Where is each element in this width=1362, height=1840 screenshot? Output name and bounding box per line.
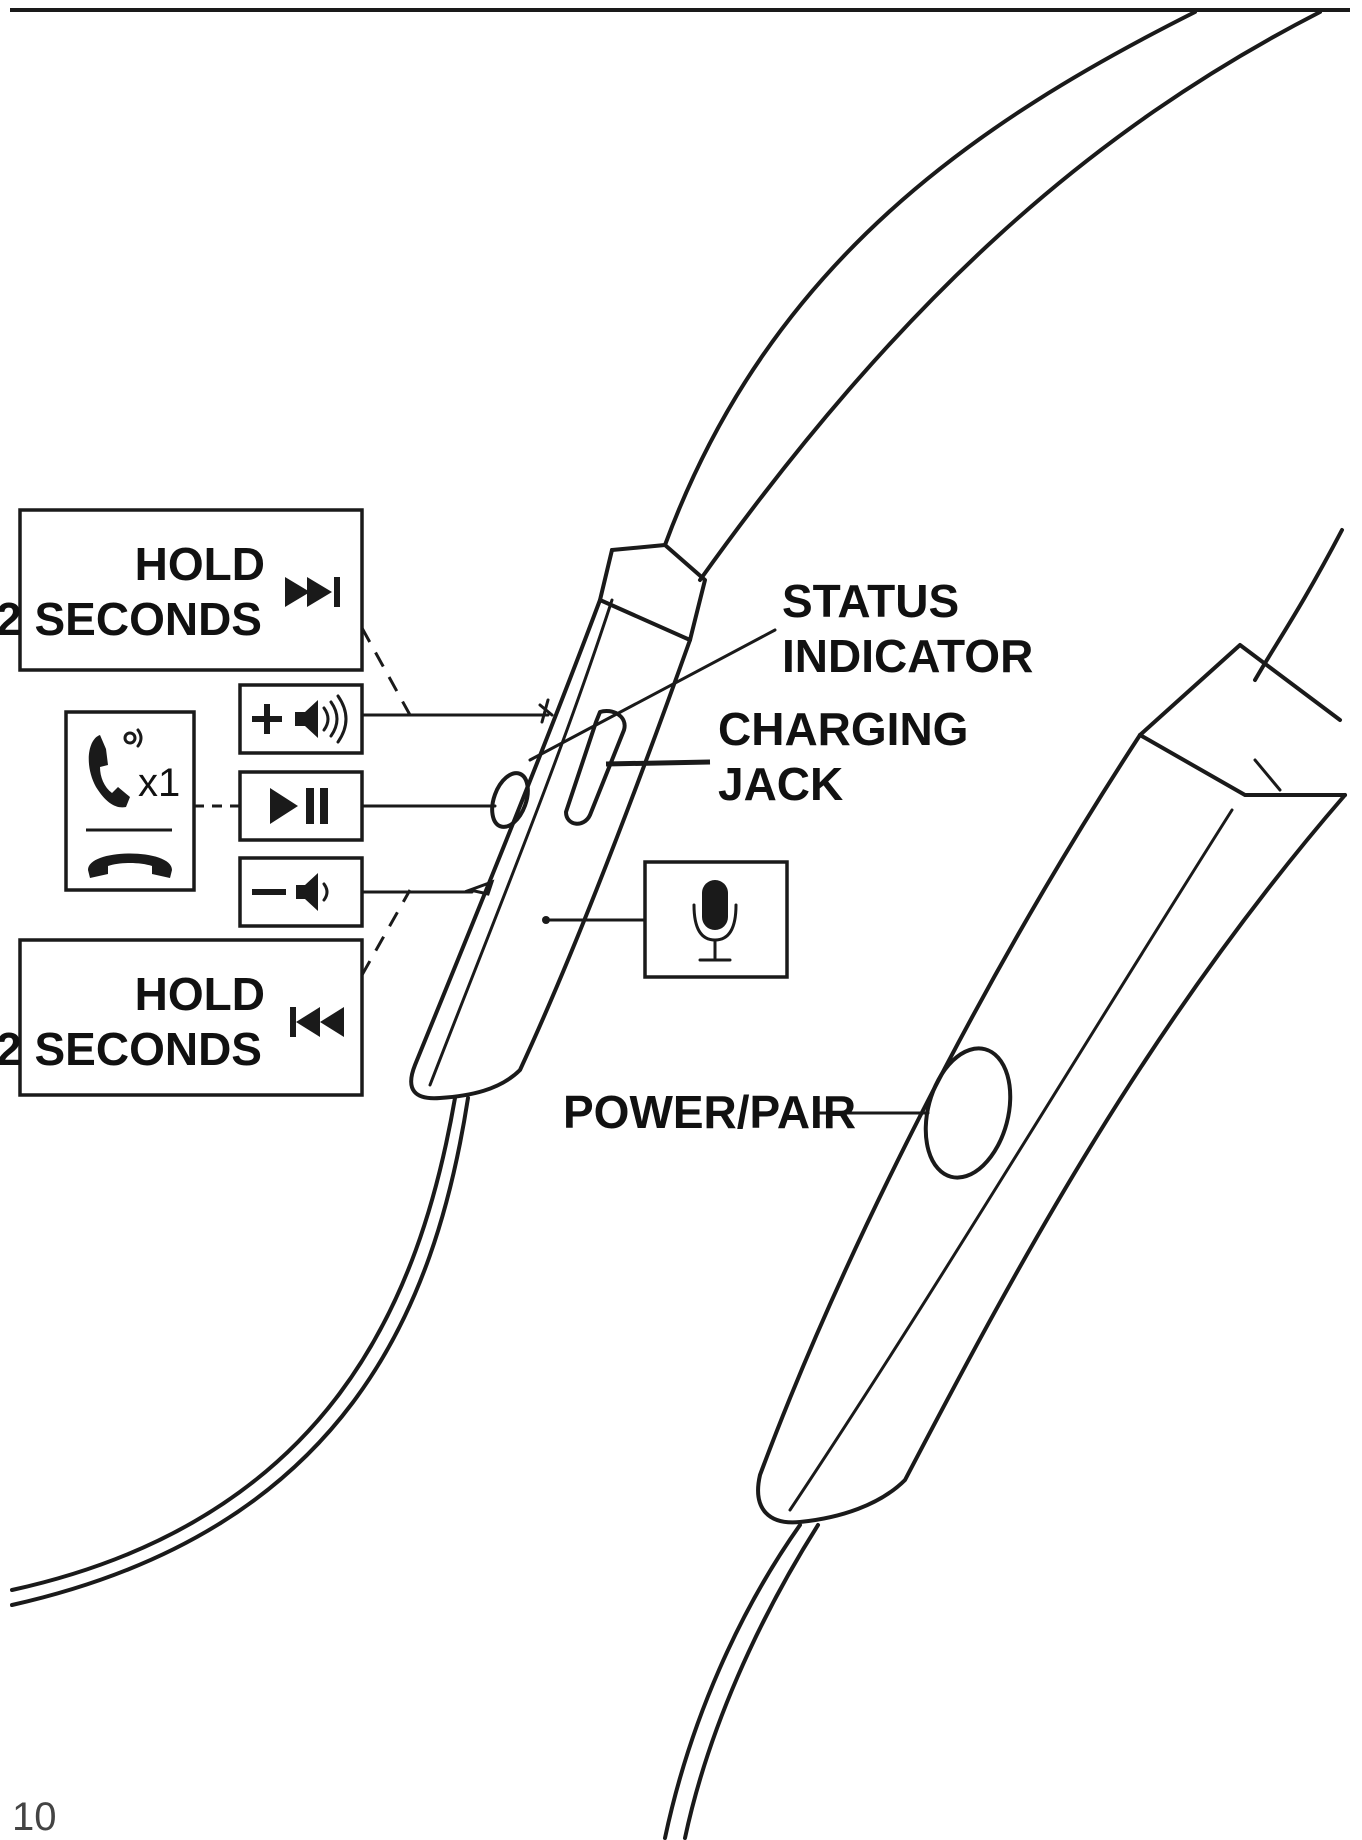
hold-prev-line2: 2 SECONDS xyxy=(0,1023,262,1075)
callout-hold-next: HOLD 2 SECONDS xyxy=(0,508,364,672)
left-neckband xyxy=(10,10,1322,1607)
hold-prev-line1: HOLD xyxy=(135,968,265,1020)
volume-up-icon xyxy=(252,694,348,744)
status-label-line2: INDICATOR xyxy=(782,630,1033,682)
callout-microphone xyxy=(643,860,789,979)
charging-jack xyxy=(564,709,627,826)
call-count: x1 xyxy=(138,761,180,805)
play-pause-button xyxy=(490,771,530,829)
hold-next-line2: 2 SECONDS xyxy=(0,593,262,645)
microphone-icon xyxy=(692,880,738,962)
remote-buttons xyxy=(464,698,627,924)
vol-down-button-mark xyxy=(464,879,495,896)
skip-next-icon xyxy=(285,577,340,607)
phone-call-icon xyxy=(88,728,143,808)
callout-volume-up xyxy=(238,683,364,755)
vol-up-button-mark xyxy=(538,698,554,724)
volume-down-icon xyxy=(252,873,329,911)
callout-call: x1 xyxy=(64,710,196,892)
callout-play-pause xyxy=(238,770,364,842)
power-pair-label: POWER/PAIR xyxy=(563,1086,856,1138)
charging-label-line2: JACK xyxy=(718,758,843,810)
callout-hold-prev: HOLD 2 SECONDS xyxy=(0,938,364,1097)
power-pair-button xyxy=(923,1046,1013,1180)
mic-hole xyxy=(542,916,550,924)
right-neckband xyxy=(663,528,1347,1840)
callout-volume-down xyxy=(238,856,364,928)
status-label-line1: STATUS xyxy=(782,575,959,627)
hold-next-line1: HOLD xyxy=(135,538,265,590)
leader-lines xyxy=(194,627,930,1115)
phone-hangup-icon xyxy=(88,853,172,878)
skip-previous-icon xyxy=(290,1007,344,1037)
page-number: 10 xyxy=(12,1795,57,1839)
charging-label-line1: CHARGING xyxy=(718,703,968,755)
play-pause-icon xyxy=(270,788,328,824)
